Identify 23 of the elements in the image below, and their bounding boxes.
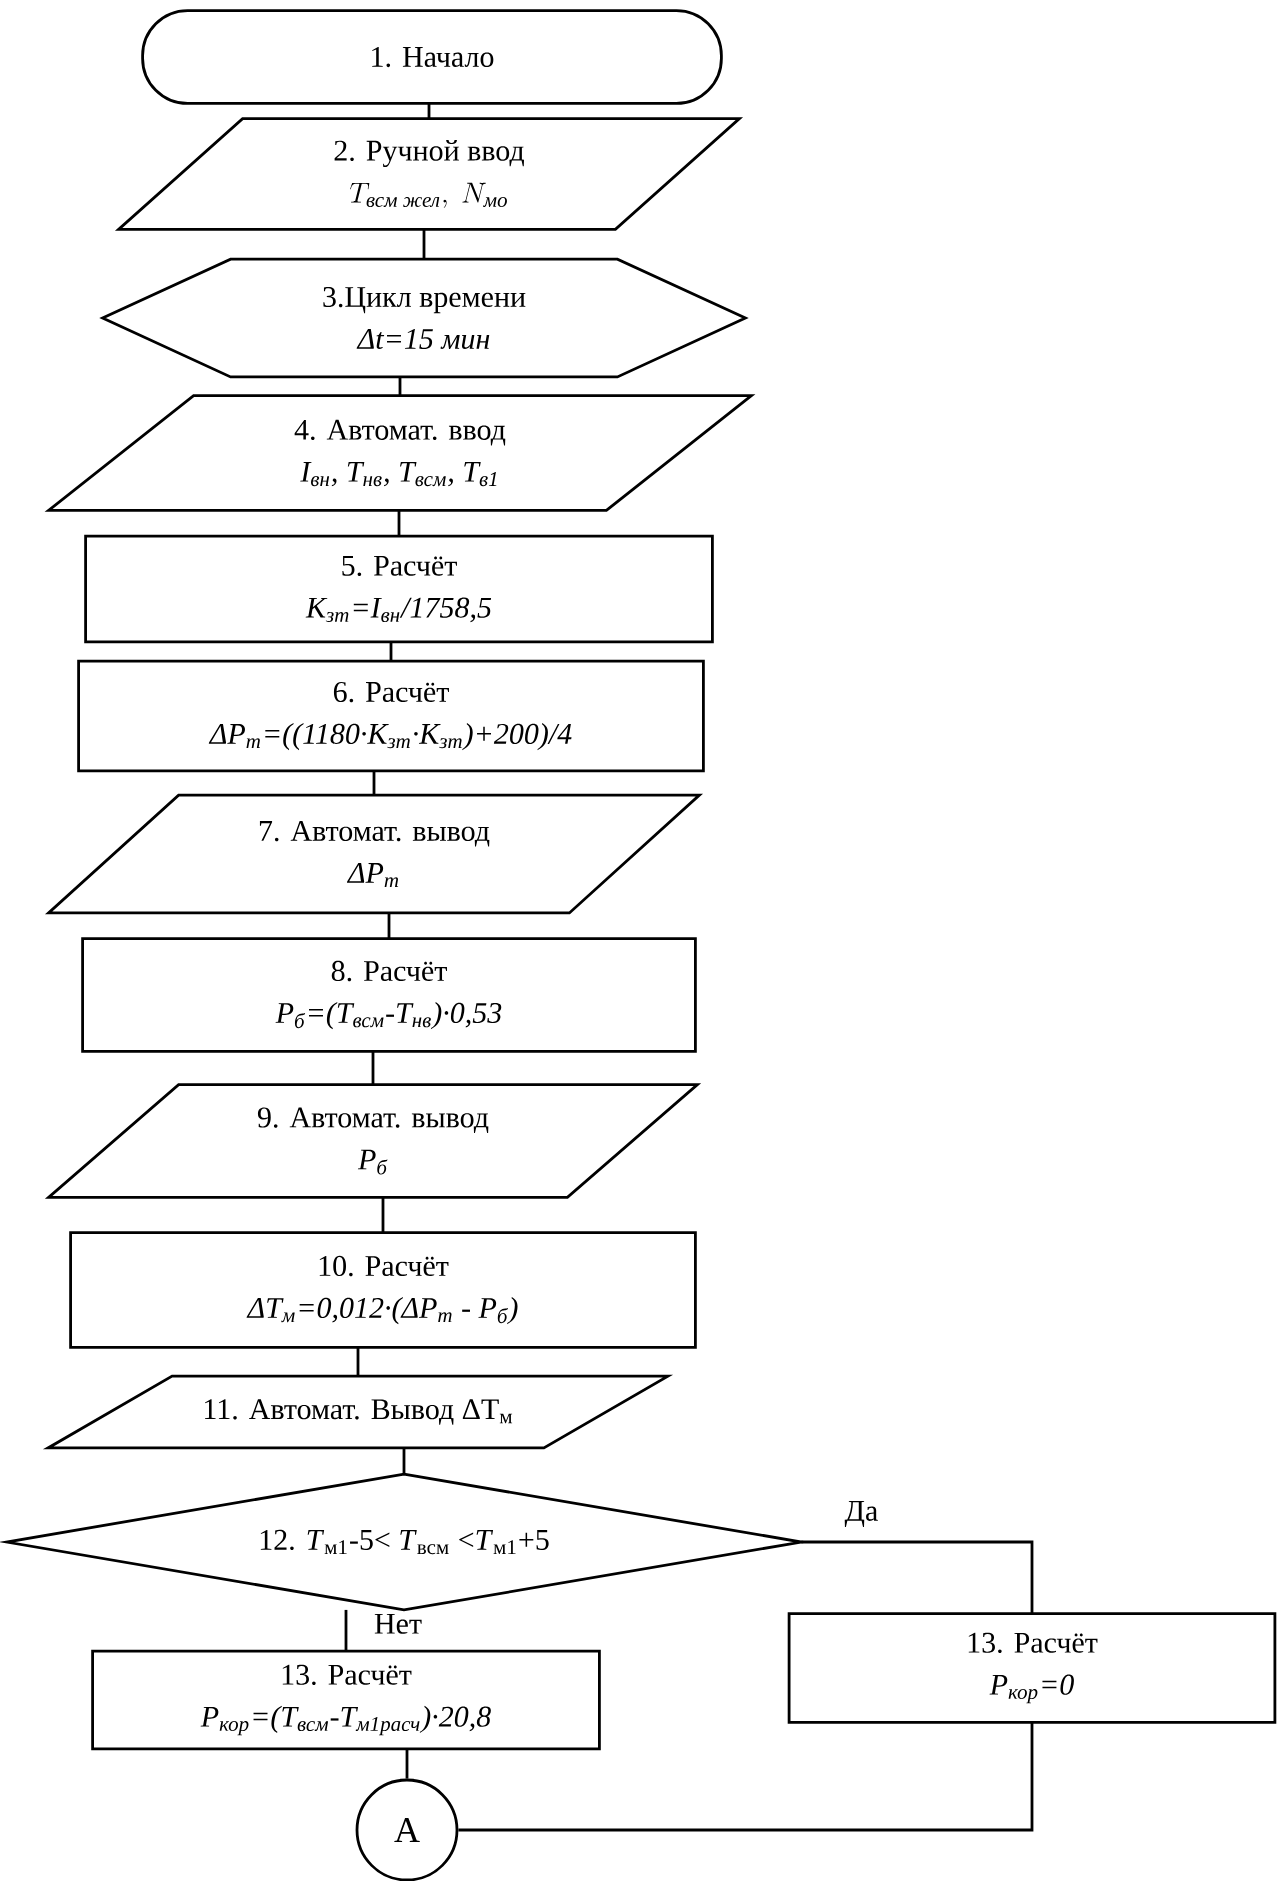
edge-label: Нет — [371, 1611, 425, 1636]
connector-line — [356, 1347, 360, 1377]
process-box: 6. Расчёт ΔP$_{т}$=((1180·K$_{зт}$·K$_{зт}$)+200)/4 — [77, 659, 705, 773]
connector-line — [458, 1722, 1034, 1832]
connector-line — [398, 376, 402, 396]
connector-line — [371, 1051, 375, 1085]
connector-line — [389, 641, 393, 662]
connector-line — [402, 1447, 406, 1475]
process-box: 13. Расчёт P$_{кор}$=(T$_{всм}$-T$_{м1расч}$)·20,8 — [91, 1649, 601, 1751]
connector-line — [422, 229, 426, 260]
connector-line — [381, 1197, 385, 1233]
process-box: 8. Расчёт P$_{б}$=(T$_{всм}$-T$_{нв}$)·0,53 — [81, 937, 697, 1053]
connector-line — [387, 912, 391, 939]
connector-line — [344, 1609, 348, 1652]
connector-line — [427, 103, 431, 119]
edge-label: Да — [842, 1499, 881, 1530]
connector-line — [397, 510, 401, 537]
process-box: 13. Расчёт P$_{кор}$=0 — [787, 1612, 1277, 1724]
connector-line — [405, 1748, 409, 1779]
connector-line — [372, 770, 376, 796]
process-box: 5. Расчёт K$_{зт}$=I$_{вн}$/1758,5 — [84, 534, 714, 644]
connector-line — [801, 1540, 1034, 1614]
process-box: 10. Расчёт ΔT$_{м}$=0,012·(ΔP$_{т}$ - P$_{б}$) — [69, 1231, 697, 1349]
